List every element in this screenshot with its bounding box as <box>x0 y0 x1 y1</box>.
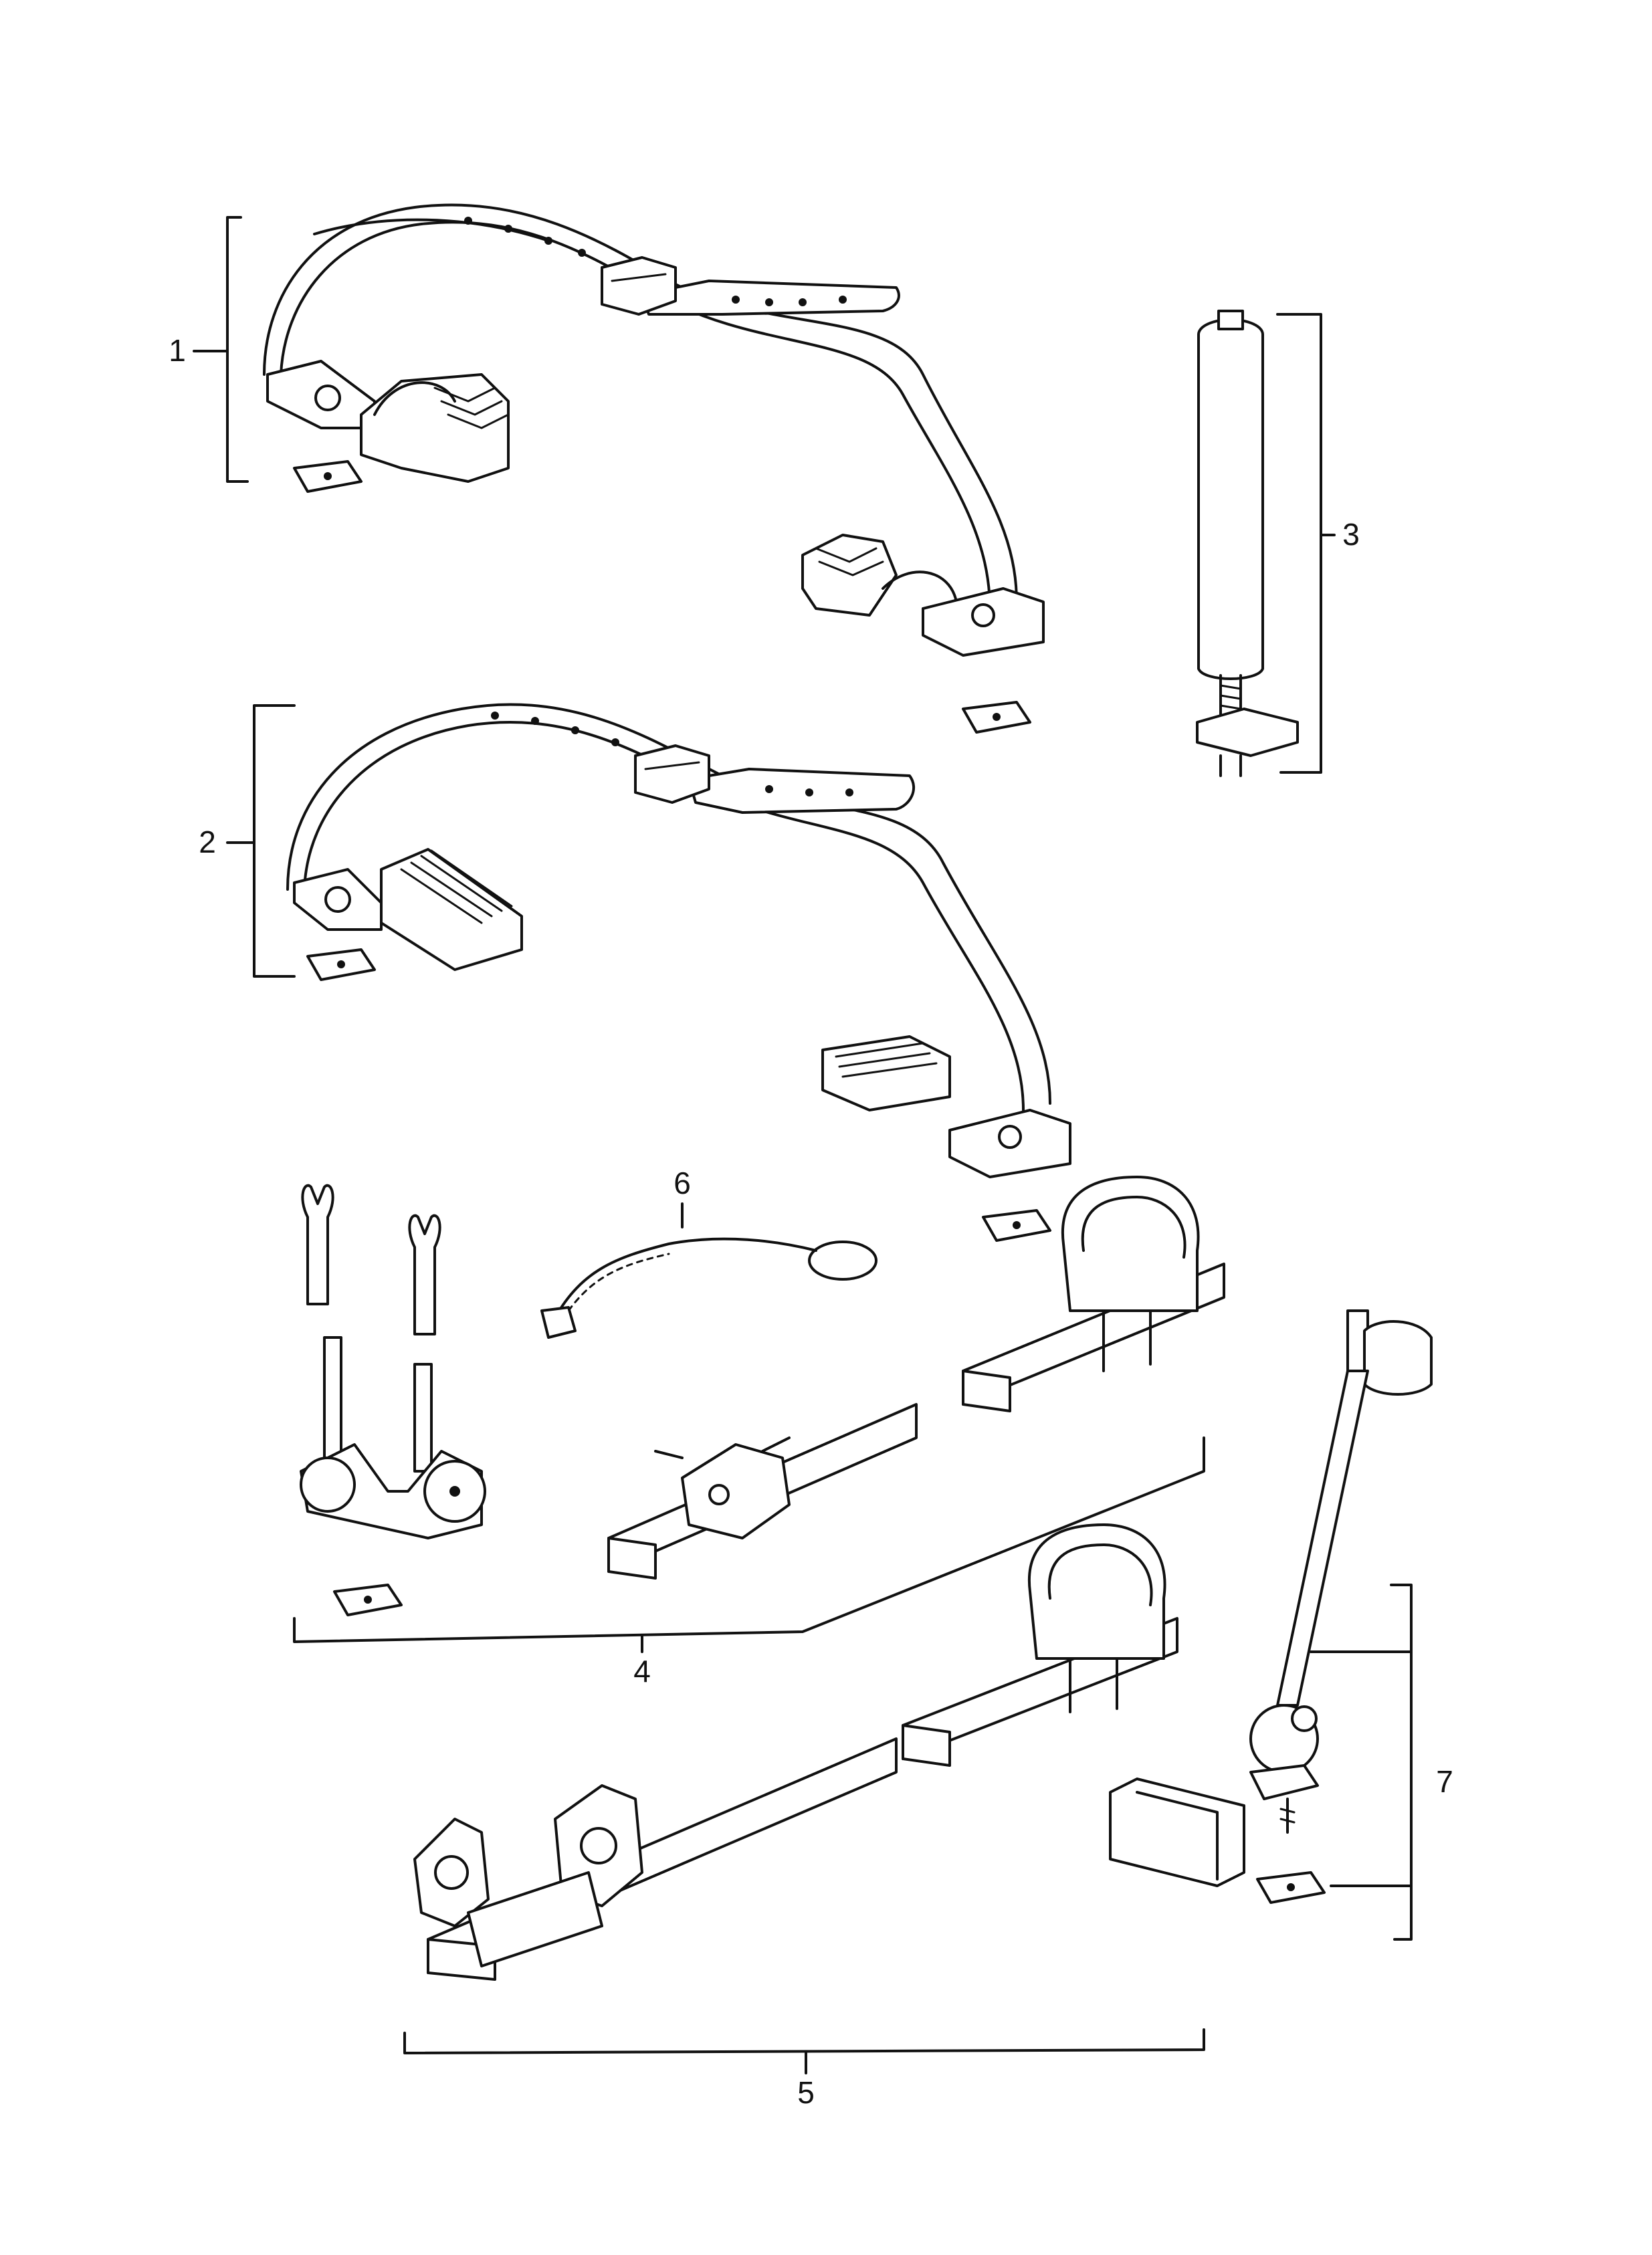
part-2-strap-assembly <box>226 703 1071 1242</box>
part-6-security-cable <box>540 1202 877 1339</box>
part-3-spacer-post <box>1196 310 1336 777</box>
part-7-support-arm <box>1109 1309 1433 1941</box>
callout-3: 3 <box>1342 517 1360 552</box>
callout-6: 6 <box>674 1166 691 1200</box>
part-5-carrier-bar <box>403 1523 1205 2074</box>
callout-2: 2 <box>199 825 216 859</box>
part-1-strap-assembly <box>193 203 1045 734</box>
callout-1: 1 <box>169 333 186 368</box>
callout-7: 7 <box>1436 1764 1453 1799</box>
callout-5: 5 <box>797 2075 815 2110</box>
part-4-fork-mount <box>293 1176 1225 1653</box>
callout-4: 4 <box>633 1654 651 1689</box>
